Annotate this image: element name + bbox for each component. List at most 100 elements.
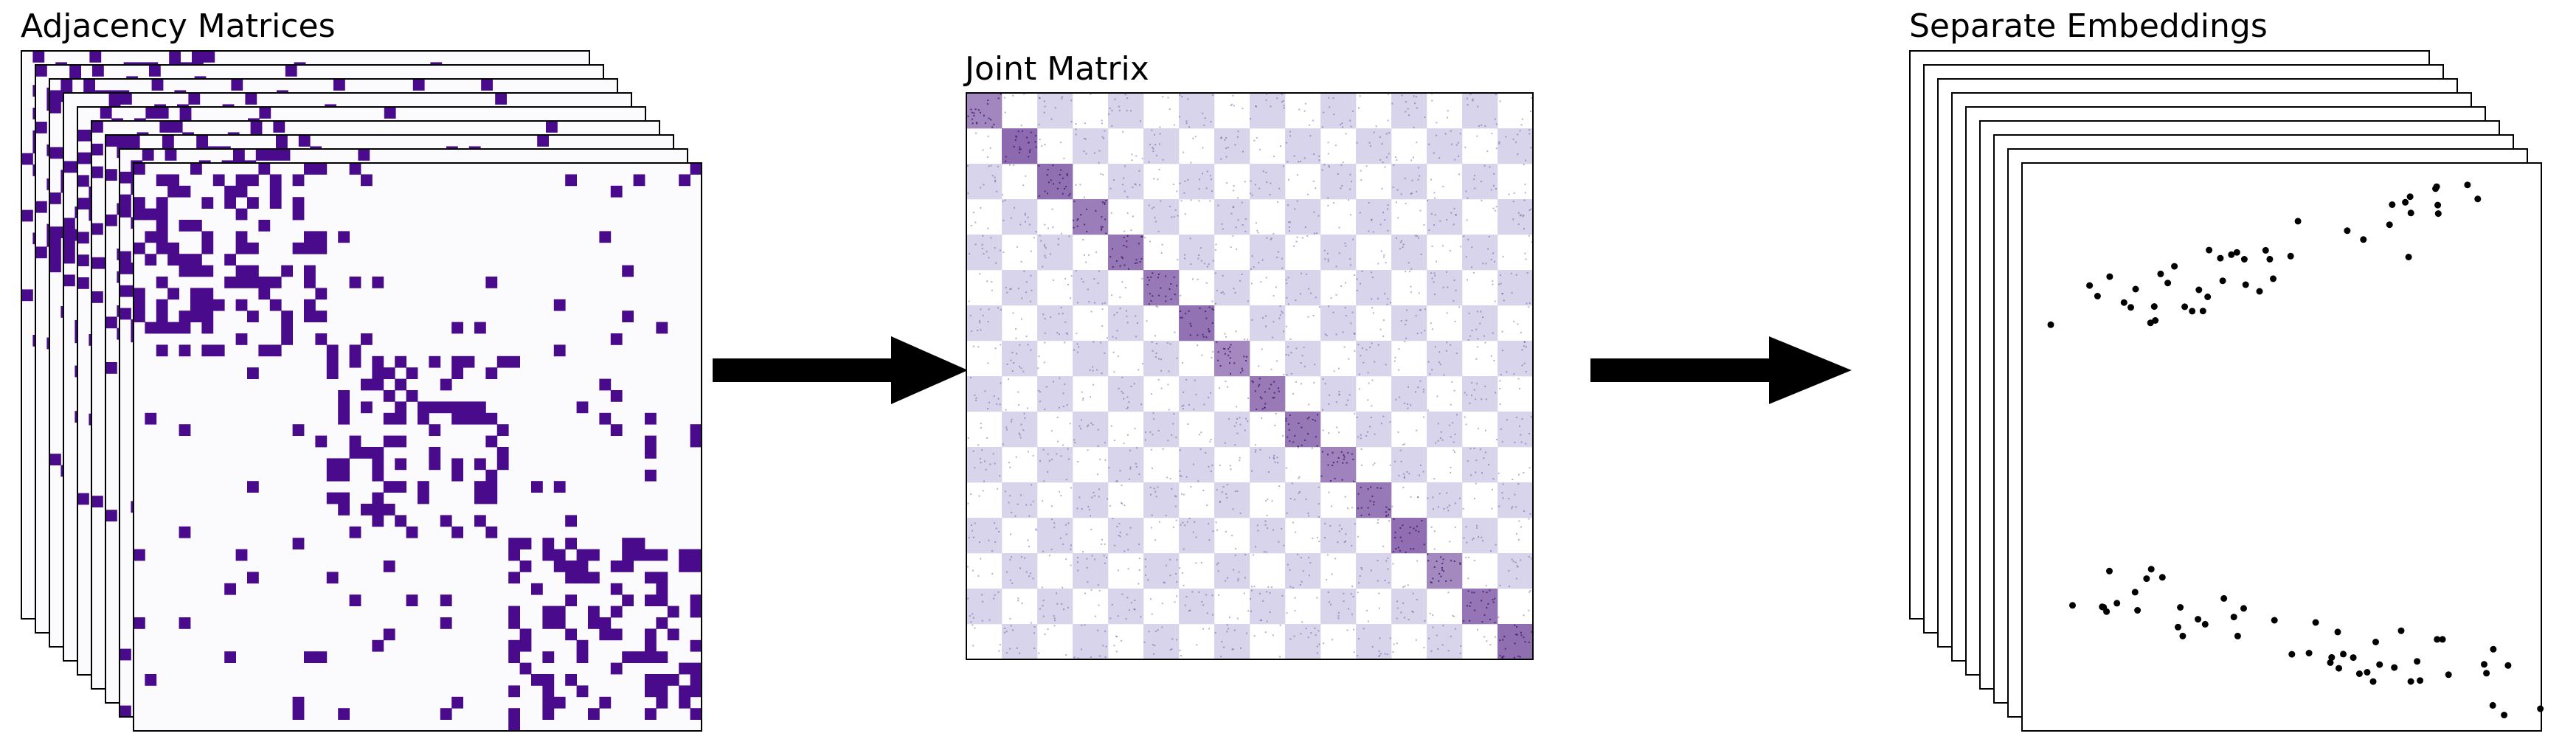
joint-speckle (1530, 147, 1532, 149)
joint-speckle (1308, 416, 1310, 418)
joint-speckle (1365, 435, 1368, 437)
joint-speckle (1180, 310, 1182, 312)
joint-speckle (1434, 197, 1436, 199)
joint-speckle (1149, 431, 1152, 433)
joint-speckle (1311, 447, 1313, 449)
joint-block (1250, 305, 1286, 341)
joint-speckle (1294, 499, 1296, 501)
matrix-cell (224, 277, 236, 288)
matrix-cell (349, 447, 361, 459)
joint-speckle (1151, 207, 1153, 209)
matrix-cell (690, 685, 702, 698)
joint-speckle (1283, 105, 1285, 107)
joint-speckle (1255, 105, 1257, 108)
joint-speckle (1047, 169, 1049, 170)
joint-speckle (1399, 241, 1402, 243)
joint-speckle (1015, 328, 1017, 330)
joint-speckle (1153, 178, 1155, 180)
matrix-cell (100, 107, 112, 119)
joint-speckle (1344, 282, 1346, 284)
joint-speckle (991, 281, 993, 283)
joint-speckle (1058, 406, 1060, 409)
joint-speckle (1471, 382, 1473, 384)
joint-speckle (1010, 420, 1012, 423)
joint-speckle (1330, 297, 1332, 299)
joint-speckle (1396, 201, 1397, 204)
matrix-cell (273, 121, 285, 133)
joint-speckle (1496, 439, 1498, 440)
joint-block (1179, 164, 1215, 200)
matrix-cell (21, 209, 33, 222)
joint-speckle (1160, 200, 1162, 202)
joint-speckle (1210, 392, 1211, 394)
matrix-cell (508, 355, 520, 368)
joint-speckle (987, 135, 989, 137)
matrix-cell (451, 526, 463, 538)
joint-speckle (1094, 152, 1096, 154)
joint-speckle (1188, 126, 1191, 128)
matrix-cell (656, 674, 668, 686)
joint-speckle (1062, 313, 1064, 315)
joint-speckle (997, 488, 999, 490)
joint-speckle (1382, 212, 1384, 214)
joint-speckle (1097, 473, 1098, 476)
joint-speckle (1358, 107, 1360, 109)
joint-speckle (1044, 332, 1046, 334)
joint-speckle (1115, 260, 1118, 262)
joint-speckle (1039, 97, 1041, 99)
joint-speckle (1472, 98, 1474, 100)
joint-speckle (1327, 454, 1329, 456)
joint-speckle (1371, 405, 1373, 407)
matrix-cell (247, 265, 259, 277)
joint-speckle (1025, 221, 1026, 223)
joint-speckle (1528, 302, 1531, 304)
joint-speckle (1197, 480, 1199, 482)
joint-speckle (1104, 302, 1106, 304)
joint-speckle (979, 273, 981, 275)
joint-speckle (1442, 286, 1444, 288)
joint-speckle (1108, 113, 1110, 115)
joint-speckle (1174, 209, 1177, 211)
matrix-cell (553, 481, 566, 493)
joint-speckle (1299, 160, 1301, 162)
joint-speckle (1469, 448, 1472, 450)
joint-speckle (1032, 500, 1034, 502)
matrix-cell (531, 674, 543, 686)
joint-speckle (1229, 357, 1231, 359)
joint-speckle (1517, 323, 1519, 325)
joint-speckle (1038, 389, 1040, 392)
joint-speckle (1015, 135, 1017, 137)
joint-speckle (1308, 515, 1310, 517)
matrix-cell (372, 639, 384, 652)
joint-speckle (1142, 363, 1143, 365)
matrix-cell (326, 367, 339, 379)
joint-speckle (1265, 500, 1267, 502)
joint-speckle (1276, 257, 1278, 259)
joint-speckle (1424, 330, 1426, 332)
joint-speckle (1327, 260, 1329, 263)
joint-speckle (1262, 170, 1264, 173)
joint-speckle (1062, 444, 1064, 446)
joint-speckle (1208, 465, 1210, 468)
joint-speckle (1278, 317, 1281, 319)
joint-speckle (1300, 362, 1302, 364)
joint-speckle (1000, 344, 1002, 346)
joint-speckle (1285, 142, 1287, 144)
joint-speckle (1112, 248, 1113, 250)
joint-speckle (1150, 493, 1152, 496)
joint-speckle (1215, 302, 1216, 305)
joint-speckle (1419, 175, 1421, 177)
joint-speckle (1233, 185, 1235, 187)
joint-speckle (1427, 409, 1429, 412)
joint-speckle (1066, 173, 1068, 175)
joint-speckle (1258, 378, 1261, 380)
joint-speckle (1395, 156, 1396, 159)
matrix-cell (338, 390, 350, 402)
joint-speckle (966, 164, 969, 167)
matrix-cell (315, 333, 328, 345)
joint-speckle (1446, 271, 1447, 273)
matrix-cell (326, 492, 339, 504)
joint-speckle (1483, 335, 1485, 337)
joint-speckle (1038, 123, 1040, 125)
joint-speckle (1475, 358, 1478, 360)
